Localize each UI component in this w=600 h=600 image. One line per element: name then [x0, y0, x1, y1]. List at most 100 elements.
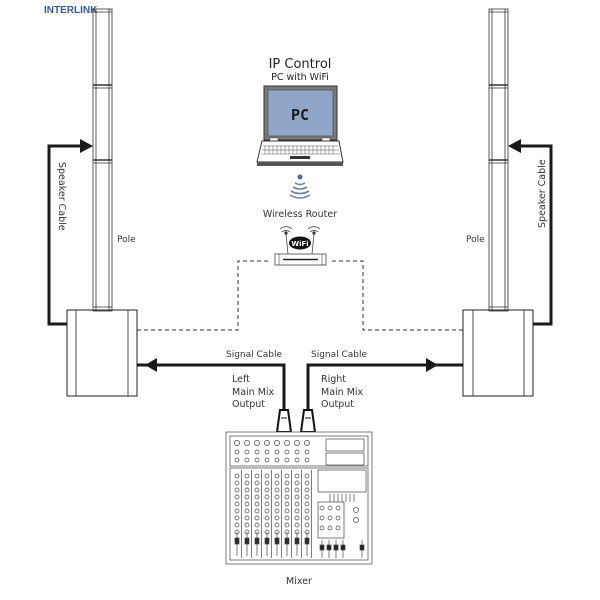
- mixer-knob: [284, 515, 290, 521]
- laptop-icon: PC: [256, 85, 344, 166]
- mixer-knob: [274, 449, 280, 455]
- mixer-knob: [264, 515, 270, 521]
- mixer-knob: [234, 487, 240, 493]
- ip-control-subtitle: PC with WiFi: [271, 72, 329, 83]
- mixer-knob: [264, 494, 270, 500]
- ip-control-title: IP Control: [269, 57, 332, 72]
- mixer-knob: [327, 505, 333, 511]
- mixer-knob: [304, 480, 310, 486]
- right-signal-cable: [306, 363, 463, 410]
- mixer-knob: [254, 501, 260, 507]
- mixer-knob: [284, 508, 290, 514]
- mixer-knob: [244, 515, 250, 521]
- right-pole-label: Pole: [466, 235, 485, 245]
- mixer-knob: [274, 473, 280, 479]
- right-subwoofer-box: [462, 309, 534, 397]
- mixer-knob: [353, 507, 359, 513]
- router-label: Wireless Router: [263, 209, 337, 220]
- mixer-knob: [294, 487, 300, 493]
- mixer-input-jack: [264, 440, 270, 446]
- left-output-line-1: Left: [232, 374, 250, 385]
- mixer-knob: [244, 457, 250, 463]
- mixer-knob: [254, 522, 260, 528]
- mixer-knob: [244, 522, 250, 528]
- mixer-knob: [294, 494, 300, 500]
- mixer-fader-cap: [333, 544, 339, 551]
- mixer-knob: [274, 515, 280, 521]
- mixer-knob: [284, 457, 290, 463]
- mixer-knob: [234, 508, 240, 514]
- mixer-label: Mixer: [286, 576, 312, 587]
- mixer-knob: [304, 508, 310, 514]
- left-speaker-cable-arrow-icon: [80, 139, 93, 153]
- mixer-knob: [264, 501, 270, 507]
- mixer-fader-cap: [326, 544, 332, 551]
- right-signal-arrow-icon: [426, 358, 438, 372]
- right-output-line-3: Output: [321, 399, 354, 410]
- mixer-knob: [244, 494, 250, 500]
- wifi-badge: WiFi: [291, 240, 308, 248]
- left-speaker-cable: [47, 144, 84, 326]
- mixer-knob: [254, 449, 260, 455]
- right-output-line-1: Right: [321, 374, 346, 385]
- mixer-knob: [264, 457, 270, 463]
- mixer-knob: [304, 494, 310, 500]
- mixer-knob: [304, 457, 310, 463]
- mixer-knob: [274, 522, 280, 528]
- mixer-knob: [335, 515, 341, 521]
- mixer-knob: [294, 457, 300, 463]
- mixer-knob: [254, 508, 260, 514]
- mixer-knob: [254, 494, 260, 500]
- left-signal-arrow-icon: [145, 358, 157, 372]
- left-xlr-plug-icon: [275, 409, 293, 433]
- left-signal-cable: [137, 363, 286, 410]
- mixer-knob: [244, 480, 250, 486]
- mixer-knob: [274, 457, 280, 463]
- brand-logo: INTERLINK: [44, 5, 98, 16]
- mixer-knob: [319, 515, 325, 521]
- mixer-knob: [234, 480, 240, 486]
- mixer-knob: [254, 515, 260, 521]
- mixer-knob: [294, 501, 300, 507]
- mixer-knob: [234, 501, 240, 507]
- mixer-knob: [234, 494, 240, 500]
- mixer-knob: [327, 515, 333, 521]
- mixer-knob: [244, 508, 250, 514]
- mixer-knob: [304, 515, 310, 521]
- mixer-knob: [264, 522, 270, 528]
- mixer-knob: [244, 487, 250, 493]
- right-output-line-2: Main Mix: [321, 387, 364, 398]
- mixer-knob: [264, 480, 270, 486]
- mixer-knob: [284, 494, 290, 500]
- mixer-knob: [335, 525, 341, 531]
- mixer-knob: [274, 487, 280, 493]
- mixer-knob: [254, 473, 260, 479]
- left-signal-cable-label: Signal Cable: [226, 350, 283, 360]
- left-subwoofer-box: [66, 309, 138, 397]
- mixer-knob: [304, 473, 310, 479]
- left-pole-label: Pole: [117, 235, 136, 245]
- mixer-knob: [284, 501, 290, 507]
- mixer-knob: [284, 473, 290, 479]
- mixer-knob: [234, 515, 240, 521]
- mixer-knob: [284, 480, 290, 486]
- mixer-knob: [294, 449, 300, 455]
- mixer-knob: [304, 501, 310, 507]
- right-pole: [488, 8, 509, 312]
- mixer-knob: [304, 487, 310, 493]
- mixer-input-jack: [234, 440, 240, 446]
- mixer-knob: [353, 517, 359, 523]
- wireless-signal-icon: [289, 174, 311, 199]
- right-xlr-plug-icon: [299, 409, 317, 433]
- mixer-knob: [254, 487, 260, 493]
- left-network-link: [137, 260, 268, 331]
- mixer-knob: [234, 522, 240, 528]
- mixer-knob: [294, 515, 300, 521]
- mixer-knob: [304, 522, 310, 528]
- right-speaker-cable-label: Speaker Cable: [537, 159, 548, 228]
- mixer-knob: [254, 457, 260, 463]
- mixer-input-jack: [294, 440, 300, 446]
- mixer-knob: [264, 487, 270, 493]
- mixer-knob: [234, 449, 240, 455]
